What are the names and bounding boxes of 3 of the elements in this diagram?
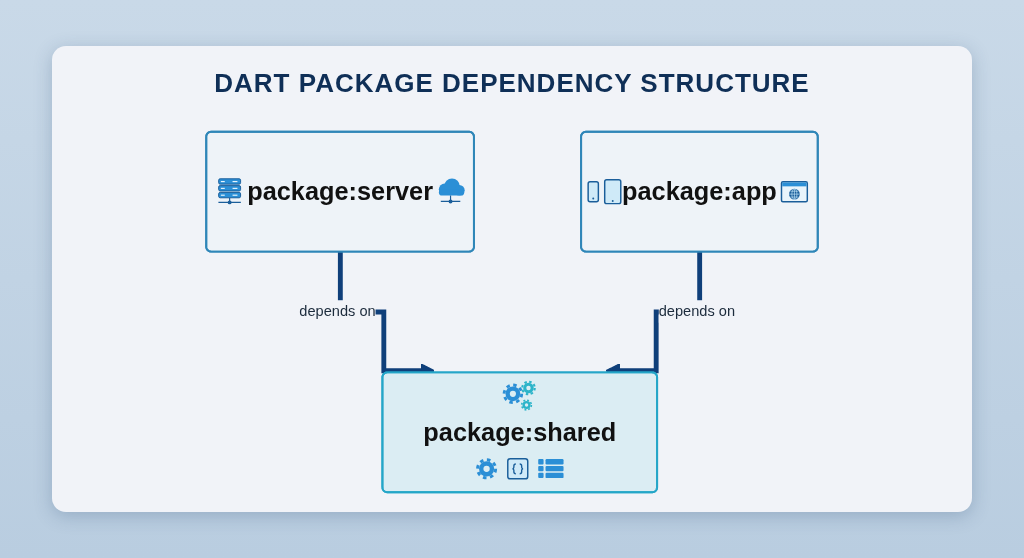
edge-label: depends on [658, 302, 736, 319]
edge-label: depends on [299, 302, 376, 319]
diagram-title: DART PACKAGE DEPENDENCY STRUCTURE [213, 68, 811, 99]
